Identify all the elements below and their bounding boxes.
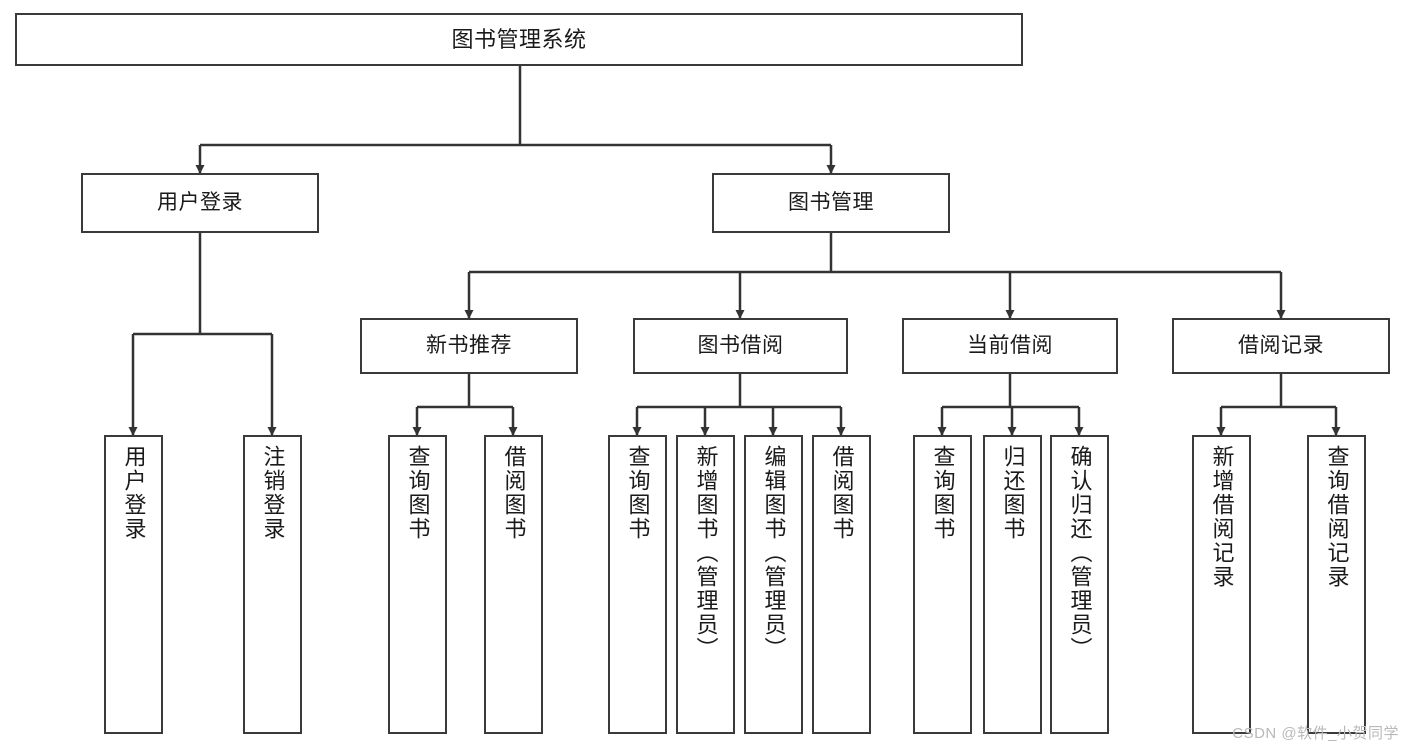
node-leaf-cur-confirm[interactable]: 确认归还（管理员）	[1050, 435, 1109, 734]
node-leaf-rec-query[interactable]: 查询图书	[388, 435, 447, 734]
node-root[interactable]: 图书管理系统	[15, 13, 1023, 66]
node-book-manage[interactable]: 图书管理	[712, 173, 950, 233]
node-current-borrow[interactable]: 当前借阅	[902, 318, 1118, 374]
node-label: 查询借阅记录	[1324, 445, 1350, 589]
node-leaf-cur-return[interactable]: 归还图书	[983, 435, 1042, 734]
node-label: 注销登录	[260, 445, 286, 541]
node-label: 借阅图书	[829, 445, 855, 541]
node-label: 查询图书	[625, 445, 651, 541]
node-label: 图书借阅	[697, 333, 784, 357]
node-label: 新书推荐	[426, 333, 512, 357]
node-label: 用户登录	[157, 190, 243, 214]
node-label: 确认归还（管理员）	[1067, 445, 1093, 661]
node-leaf-rec-borrow[interactable]: 借阅图书	[484, 435, 543, 734]
node-leaf-borrow-edit[interactable]: 编辑图书（管理员）	[744, 435, 803, 734]
node-label: 用户登录	[121, 445, 147, 541]
node-label: 编辑图书（管理员）	[761, 445, 787, 661]
node-leaf-borrow-lend[interactable]: 借阅图书	[812, 435, 871, 734]
node-label: 图书管理	[788, 190, 874, 214]
node-user-login[interactable]: 用户登录	[81, 173, 319, 233]
node-leaf-rec-add[interactable]: 新增借阅记录	[1192, 435, 1251, 734]
node-book-borrow[interactable]: 图书借阅	[633, 318, 848, 374]
node-label: 新增借阅记录	[1209, 445, 1235, 589]
node-label: 新增图书（管理员）	[693, 445, 719, 661]
node-label: 归还图书	[1000, 445, 1026, 541]
node-label: 当前借阅	[967, 333, 1053, 357]
node-label: 借阅图书	[501, 445, 527, 541]
node-label: 图书管理系统	[451, 26, 587, 52]
node-leaf-borrow-add[interactable]: 新增图书（管理员）	[676, 435, 735, 734]
node-leaf-cur-query[interactable]: 查询图书	[913, 435, 972, 734]
edge-group	[128, 66, 1341, 436]
node-label: 查询图书	[930, 445, 956, 541]
node-leaf-user-logout[interactable]: 注销登录	[243, 435, 302, 734]
node-leaf-user-login[interactable]: 用户登录	[104, 435, 163, 734]
node-new-book-rec[interactable]: 新书推荐	[360, 318, 578, 374]
node-leaf-rec-search[interactable]: 查询借阅记录	[1307, 435, 1366, 734]
node-leaf-borrow-query[interactable]: 查询图书	[608, 435, 667, 734]
node-label: 查询图书	[405, 445, 431, 541]
node-borrow-record[interactable]: 借阅记录	[1172, 318, 1390, 374]
node-label: 借阅记录	[1238, 333, 1324, 357]
